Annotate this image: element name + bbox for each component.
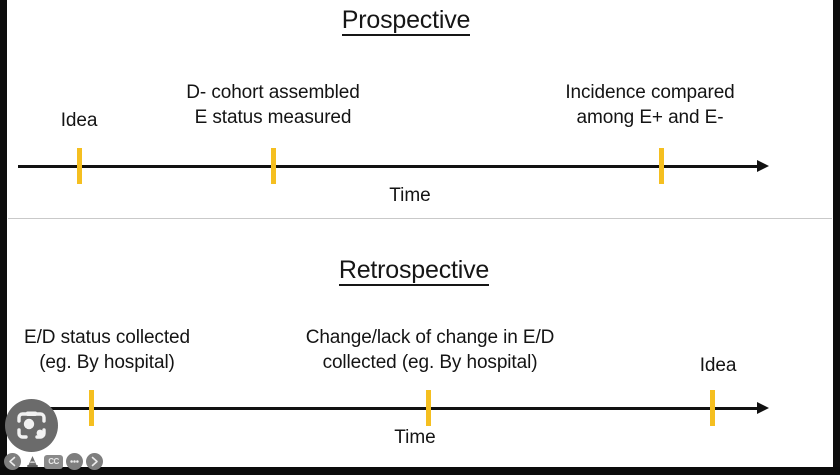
prospective-event-1-label: Idea (60, 110, 98, 131)
previous-icon[interactable] (4, 453, 21, 470)
prospective-timeline-arrowhead (757, 160, 769, 172)
prospective-event-2-line1: D- cohort assembled (186, 82, 360, 103)
google-lens-icon (17, 411, 46, 439)
previous-arrow-glyph (9, 456, 16, 467)
retrospective-event-2-label: Change/lack of change in E/D collected (… (265, 325, 595, 375)
player-controls[interactable]: CC (4, 452, 103, 471)
frame-border-bottom (0, 467, 840, 475)
prospective-event-3-line2: among E+ and E- (576, 107, 724, 128)
retrospective-tick-1 (89, 390, 94, 426)
retrospective-title: Retrospective (0, 256, 828, 287)
ellipsis-glyph (70, 460, 79, 463)
retrospective-event-3-label: Idea (699, 355, 737, 376)
cone-glyph (27, 456, 38, 468)
prospective-event-3-label: Incidence compared among E+ and E- (530, 80, 770, 130)
more-options-icon[interactable] (66, 453, 83, 470)
section-divider (8, 218, 832, 219)
retrospective-event-1-line1: E/D status collected (24, 327, 190, 348)
alert-cone-icon[interactable] (24, 453, 41, 470)
prospective-event-3-line1: Incidence compared (565, 82, 735, 103)
prospective-timeline-axis (18, 165, 760, 168)
retrospective-event-2-line2: collected (eg. By hospital) (322, 352, 538, 373)
prospective-event-2-line2: E status measured (194, 107, 352, 128)
prospective-axis-label: Time (389, 185, 431, 206)
prospective-tick-3 (659, 148, 664, 184)
next-icon[interactable] (86, 453, 103, 470)
retrospective-tick-2 (426, 390, 431, 426)
retrospective-event-2-line1: Change/lack of change in E/D (305, 327, 555, 348)
google-lens-button[interactable] (5, 399, 58, 452)
closed-captions-icon[interactable]: CC (44, 454, 63, 469)
retrospective-timeline-axis (18, 407, 760, 410)
prospective-tick-2 (271, 148, 276, 184)
retrospective-event-1-line2: (eg. By hospital) (39, 352, 175, 373)
retrospective-tick-3 (710, 390, 715, 426)
retrospective-event-1-label: E/D status collected (eg. By hospital) (0, 325, 222, 375)
next-arrow-glyph (91, 456, 98, 467)
retrospective-axis-label: Time (394, 427, 436, 448)
retrospective-timeline-arrowhead (757, 402, 769, 414)
frame-border-right (833, 0, 840, 475)
prospective-event-2-label: D- cohort assembled E status measured (153, 80, 393, 130)
prospective-tick-1 (77, 148, 82, 184)
prospective-title: Prospective (0, 6, 812, 37)
frame-border-left (0, 0, 7, 475)
